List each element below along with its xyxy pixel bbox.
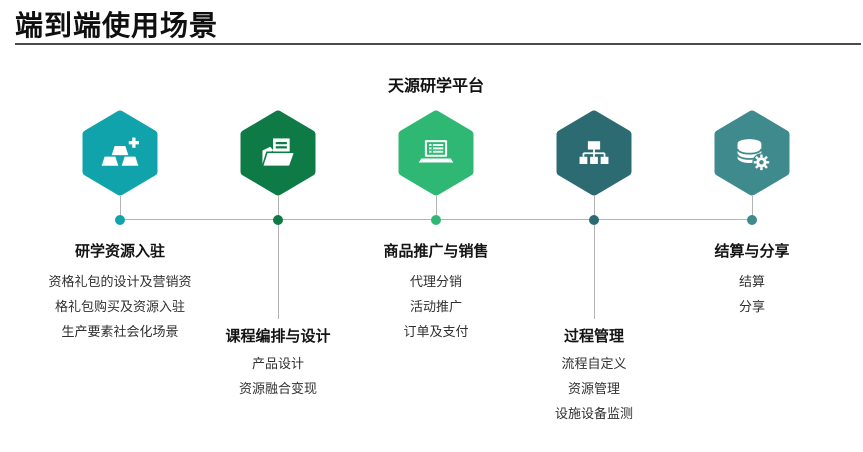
timeline-dot xyxy=(115,214,125,225)
laptop-list-icon xyxy=(418,140,454,163)
stage-research-resources: 研学资源入驻 资格礼包的设计及营销资 格礼包购买及资源入驻 生产要素社会化场景 xyxy=(25,0,215,452)
stage-title: 过程管理 xyxy=(563,328,624,345)
hexagon-badge xyxy=(240,110,316,196)
stage-title: 研学资源入驻 xyxy=(74,243,165,260)
hexagon-badge xyxy=(82,110,158,196)
connector-line xyxy=(594,219,595,319)
sitemap-icon xyxy=(579,141,609,164)
hexagon-badge xyxy=(714,110,790,196)
stage-item: 代理分销 xyxy=(409,274,462,289)
open-folder-document-icon xyxy=(261,138,296,168)
title-underline xyxy=(15,43,861,45)
connector-line xyxy=(278,219,279,319)
stage-item-list: 产品设计 资源融合变现 xyxy=(173,351,383,401)
stage-item: 格礼包购买及资源入驻 xyxy=(54,299,185,314)
connector-line xyxy=(120,196,121,219)
timeline-dot xyxy=(431,214,441,225)
stage-item: 分享 xyxy=(738,299,765,314)
stage-item: 结算 xyxy=(738,274,765,289)
hexagon-badge xyxy=(556,110,632,196)
stage-item-list: 代理分销 活动推广 订单及支付 xyxy=(331,269,541,344)
page-title: 端到端使用场景 xyxy=(15,10,219,41)
stage-process-management: 过程管理 流程自定义 资源管理 设施设备监测 xyxy=(499,0,689,452)
platform-title: 天源研学平台 xyxy=(387,78,484,95)
connector-line xyxy=(436,196,437,219)
database-gear-icon xyxy=(736,139,771,172)
stage-item: 资源管理 xyxy=(567,381,620,396)
stage-item: 流程自定义 xyxy=(561,356,627,371)
stage-promotion-sales: 商品推广与销售 代理分销 活动推广 订单及支付 xyxy=(341,0,531,452)
stage-item: 生产要素社会化场景 xyxy=(61,324,179,339)
stage-course-design: 课程编排与设计 产品设计 资源融合变现 xyxy=(183,0,373,452)
stage-item: 订单及支付 xyxy=(403,324,469,339)
timeline-dot xyxy=(747,214,757,225)
stage-settlement-sharing: 结算与分享 结算 分享 xyxy=(657,0,847,452)
connector-line xyxy=(278,196,279,219)
stage-item: 活动推广 xyxy=(409,299,462,314)
stage-item-list: 结算 分享 xyxy=(647,269,857,319)
connector-line xyxy=(752,196,753,219)
stage-title: 结算与分享 xyxy=(714,243,790,260)
stage-item: 资格礼包的设计及营销资 xyxy=(48,274,192,289)
connector-line xyxy=(594,196,595,219)
timeline-dot xyxy=(589,214,599,225)
stage-item: 设施设备监测 xyxy=(554,406,633,421)
stage-item: 产品设计 xyxy=(251,356,304,371)
hexagon-badge xyxy=(398,110,474,196)
timeline-dot xyxy=(273,214,283,225)
stage-title: 商品推广与销售 xyxy=(383,243,489,260)
stage-title: 课程编排与设计 xyxy=(225,328,331,345)
stage-item: 资源融合变现 xyxy=(238,381,317,396)
stage-item-list: 资格礼包的设计及营销资 格礼包购买及资源入驻 生产要素社会化场景 xyxy=(15,269,225,344)
stage-item-list: 流程自定义 资源管理 设施设备监测 xyxy=(489,351,699,426)
gold-bars-plus-icon xyxy=(101,137,139,166)
